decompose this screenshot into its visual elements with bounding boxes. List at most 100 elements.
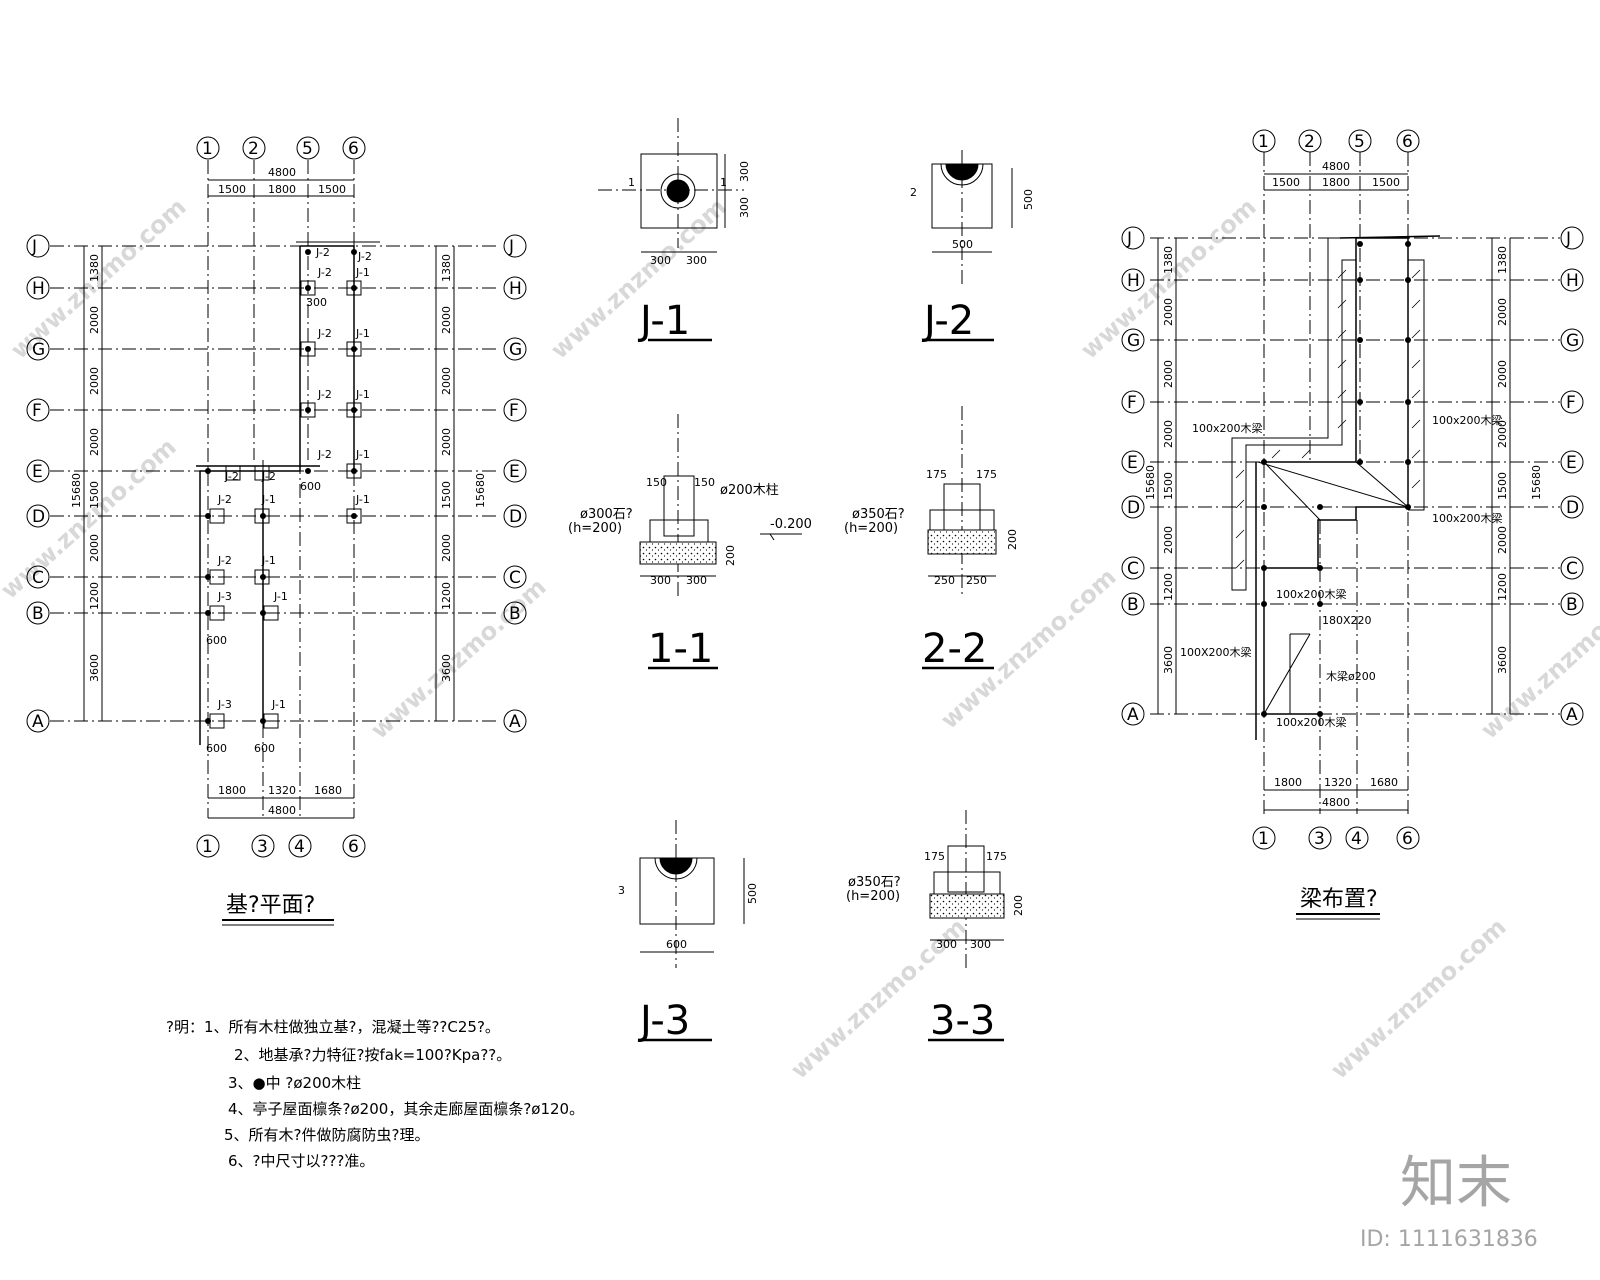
row-label: A	[509, 712, 521, 732]
row-label: D	[509, 507, 522, 527]
footing-tag: J-3	[217, 590, 232, 603]
footing-marks	[209, 280, 362, 729]
row-label: G	[32, 340, 45, 360]
row-label: E	[1127, 453, 1138, 473]
dim-total-width: 4800	[268, 804, 296, 817]
dim-label: 2000	[440, 428, 453, 456]
section-mark: 2	[910, 186, 917, 199]
dim-label: 250	[966, 574, 987, 587]
row-label: J	[1565, 229, 1571, 249]
row-label: A	[1127, 705, 1139, 725]
dim-label: 2000	[88, 534, 101, 562]
axis-label: 1	[202, 837, 213, 857]
detail-title: J-1	[637, 298, 690, 344]
elevation-label: -0.200	[770, 517, 812, 532]
note-line: 4、亭子屋面檩条?ø200，其余走廊屋面檩条?ø120。	[228, 1100, 584, 1118]
axis-bubbles-top	[1252, 129, 1420, 153]
footing-tag: J-2	[224, 470, 239, 483]
dim-label: 2000	[88, 367, 101, 395]
row-label: H	[509, 279, 522, 299]
beam-label: 100x200木梁	[1276, 715, 1347, 729]
axis-bubbles-bottom	[1252, 826, 1420, 850]
dim-total-width: 4800	[1322, 796, 1350, 809]
dim-total-height: 15680	[474, 473, 487, 508]
post-dots	[1261, 241, 1411, 717]
dim-label: 1200	[1162, 573, 1175, 601]
section-title: 3-3	[930, 998, 995, 1044]
row-label: G	[509, 340, 522, 360]
watermark-text: www.znzmo.com	[1075, 193, 1261, 365]
footing-tag: J-2	[261, 470, 276, 483]
row-label: F	[509, 401, 519, 421]
dim-label: 2000	[440, 367, 453, 395]
dim-label: 2000	[1496, 420, 1509, 448]
axis-bubbles-rows	[26, 234, 527, 733]
dim-label: 2000	[1162, 298, 1175, 326]
section-mark: 1	[720, 176, 727, 189]
section-mark: 1	[628, 176, 635, 189]
beam-plan	[1121, 129, 1584, 920]
footing-tag: J-1	[355, 266, 370, 279]
note-line: ?明：1、所有木柱做独立基?，混凝土等??C25?。	[166, 1018, 500, 1036]
row-label: G	[1127, 331, 1140, 351]
dim-label: 1500	[318, 183, 346, 196]
dim-label: 500	[952, 238, 973, 251]
axis-label: 2	[248, 139, 259, 159]
dim-label: 200	[724, 545, 737, 566]
dim-label: 2000	[88, 306, 101, 334]
dim-label: 2000	[1496, 298, 1509, 326]
axis-label: 6	[348, 837, 359, 857]
section-11-labels: 150 150 ø200木柱 ø300石? (h=200) -0.200 200…	[568, 476, 812, 672]
stone-label: ø350石?	[852, 507, 905, 522]
row-label: F	[1127, 393, 1137, 413]
dim-label: 1800	[1274, 776, 1302, 789]
beam-label: 100x200木梁	[1432, 413, 1503, 427]
row-label: E	[32, 462, 43, 482]
section-title: 1-1	[648, 626, 713, 672]
footing-tag: J-2	[317, 266, 332, 279]
dim-label: 1800	[1322, 176, 1350, 189]
row-label: D	[32, 507, 45, 527]
beam-label: 100x200木梁	[1432, 511, 1503, 525]
dim-label: 175	[926, 468, 947, 481]
dim-total-width: 4800	[1322, 160, 1350, 173]
row-label: J	[508, 237, 514, 257]
dim-label: 600	[300, 480, 321, 493]
section-22	[922, 406, 997, 670]
row-label: C	[1127, 559, 1139, 579]
dim-label: 300	[686, 574, 707, 587]
axis-label: 6	[1402, 829, 1413, 849]
dim-label: 250	[934, 574, 955, 587]
dim-label: 1200	[440, 582, 453, 610]
note-line: 5、所有木?件做防腐防虫?理。	[224, 1126, 429, 1144]
dim-label: 300	[738, 197, 751, 218]
dim-label: 1800	[218, 784, 246, 797]
stone-label: ø300石?	[580, 507, 633, 522]
row-label: C	[1566, 559, 1578, 579]
brand-block: 知末 ID: 1111631836	[1360, 1151, 1538, 1252]
footing-tag: J-2	[357, 250, 372, 263]
watermark-text: www.znzmo.com	[365, 573, 551, 745]
beam-label: 100x200木梁	[1276, 587, 1347, 601]
axis-label: 1	[1258, 132, 1269, 152]
section-33-labels: 175 175 ø350石? (h=200) 200 300 300 3-3	[846, 850, 1025, 1044]
row-label: H	[32, 279, 45, 299]
footing-tag: J-2	[317, 388, 332, 401]
footing-tag: J-1	[355, 327, 370, 340]
footing-tag: J-2	[317, 448, 332, 461]
dim-label: 2000	[1496, 526, 1509, 554]
footing-tag: J-1	[355, 388, 370, 401]
dim-label: 300	[650, 574, 671, 587]
dim-label: 2000	[1496, 360, 1509, 388]
axis-label: 1	[202, 139, 213, 159]
grid-columns	[207, 160, 355, 818]
row-label: F	[32, 401, 42, 421]
row-label: F	[1566, 393, 1576, 413]
foundation-plan-labels: 1 2 5 6 4800 1500 1800 1500 J H G F E D …	[31, 139, 522, 918]
post-dots	[205, 249, 357, 724]
note-line: 2、地基承?力特征?按fak=100?Kpa??。	[234, 1046, 511, 1064]
row-label: C	[32, 568, 44, 588]
dim-label: 175	[976, 468, 997, 481]
beam-plan-labels: 1 2 5 6 4800 1500 1800 1500 J H G F E D …	[1126, 132, 1579, 912]
